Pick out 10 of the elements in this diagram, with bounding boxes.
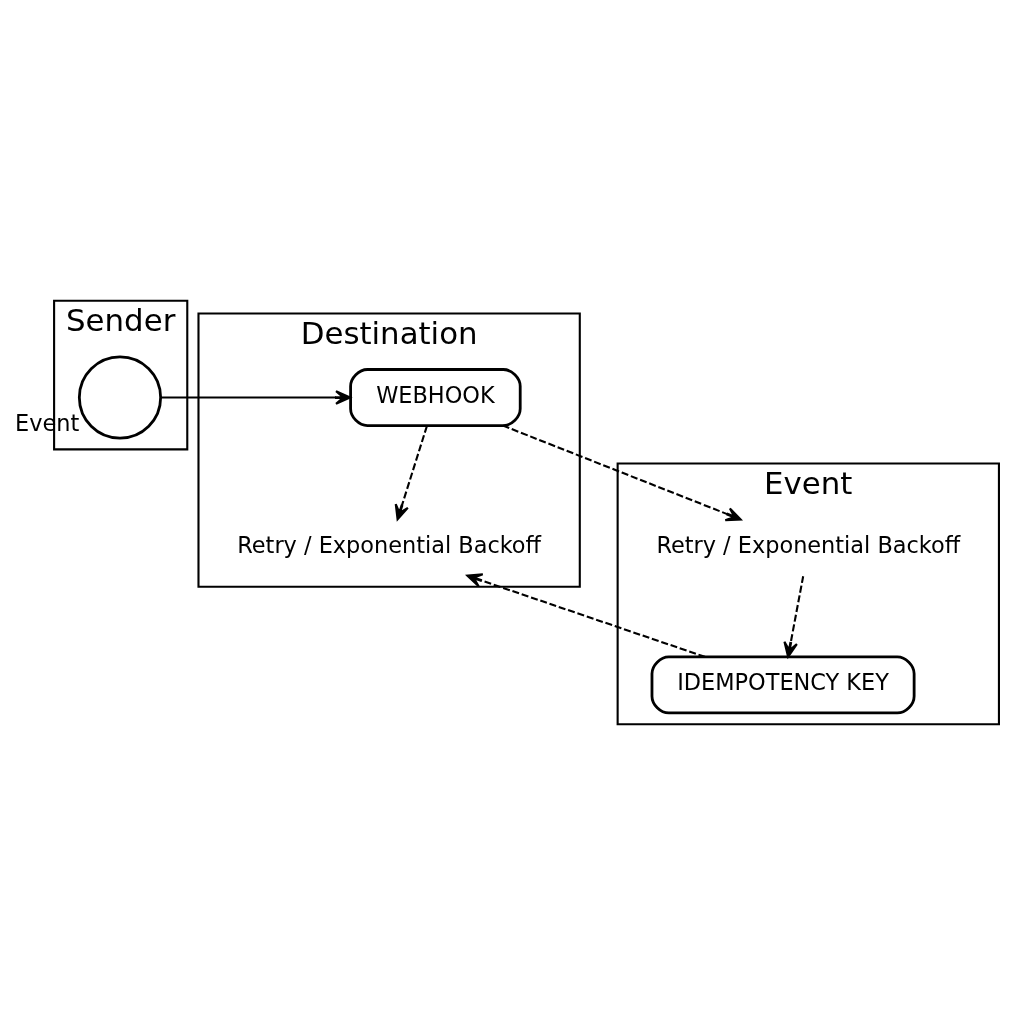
arrow: [160, 389, 351, 405]
arrow: [394, 425, 428, 520]
node-box: WEBHOOK: [348, 367, 522, 427]
node-text: Retry / Exponential Backoff: [236, 531, 541, 558]
node-box: IDEMPOTENCY KEY: [650, 655, 916, 714]
arrow: [465, 572, 705, 658]
node-circle: [77, 355, 162, 440]
node-text: Retry / Exponential Backoff: [655, 531, 960, 558]
arrow: [502, 424, 742, 521]
arrow: [782, 575, 804, 658]
